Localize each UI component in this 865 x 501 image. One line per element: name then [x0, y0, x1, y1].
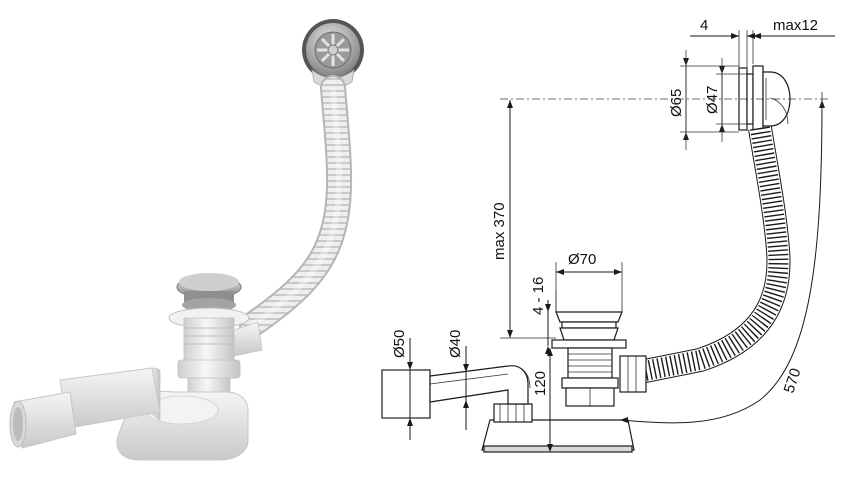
outlet-pipe-drawing	[381, 365, 531, 419]
drain-body-drawing	[551, 311, 627, 407]
dim-570: 570	[781, 366, 805, 395]
dimension-labels: 4 max12 Ø65 Ø47 max 370 Ø70 4 - 16 Ø50 Ø…	[391, 17, 818, 396]
dim-max370: max 370	[491, 202, 508, 260]
flexible-hose-photo	[239, 75, 353, 338]
bath-drain-photo	[9, 19, 364, 461]
dim-4: 4	[700, 17, 708, 34]
dim-120: 120	[532, 371, 549, 396]
dim-d65: Ø65	[668, 89, 685, 117]
dim-4-16: 4 - 16	[530, 277, 547, 315]
dim-max12: max12	[773, 17, 818, 34]
dim-d40: Ø40	[447, 330, 464, 358]
dim-d47: Ø47	[704, 86, 721, 114]
hose-connector-drawing	[619, 355, 647, 393]
dim-d50: Ø50	[391, 330, 408, 358]
dimension-lines	[382, 30, 835, 453]
dim-d70: Ø70	[568, 251, 596, 268]
flexible-hose-drawing	[637, 126, 791, 384]
technical-drawing: 4 max12 Ø65 Ø47 max 370 Ø70 4 - 16 Ø50 Ø…	[381, 17, 835, 453]
siphon-base-drawing	[481, 403, 635, 453]
drain-body-photo	[9, 273, 263, 461]
